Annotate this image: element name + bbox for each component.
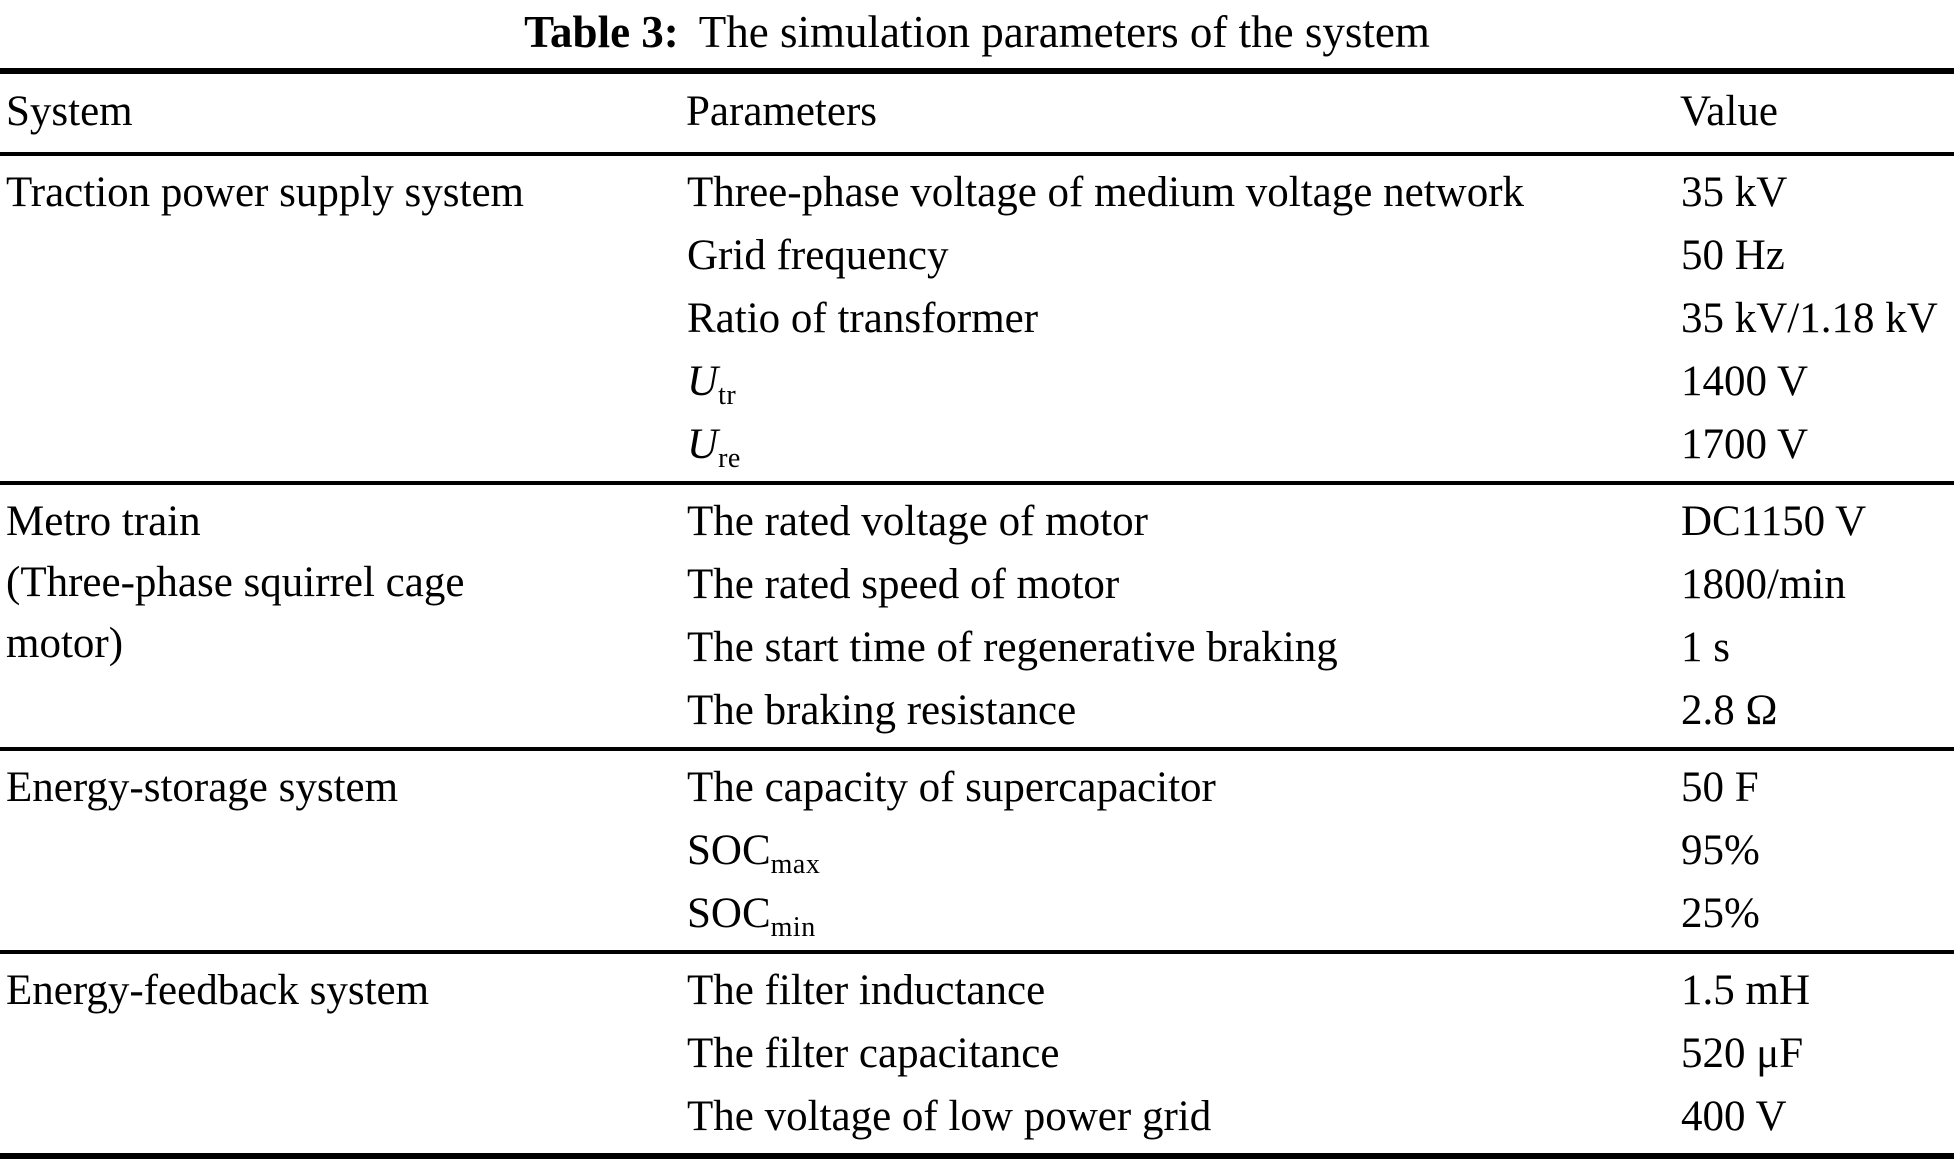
parameter-cell: The braking resistance	[686, 679, 1680, 749]
value-cell: 35 kV	[1681, 169, 1788, 216]
header-row: System Parameters Value	[0, 71, 1954, 156]
parameter-text: The start time of regenerative braking	[687, 624, 1338, 671]
parameter-text: The filter capacitance	[687, 1030, 1060, 1077]
value-cell: 35 kV/1.18 kV	[1681, 295, 1938, 342]
value-cell: 520 μF	[1681, 1030, 1804, 1077]
table-section: Traction power supply system Three-phase …	[0, 154, 1954, 483]
table-row: The start time of regenerative braking 1 …	[0, 616, 1954, 679]
parameter-text: SOC	[687, 827, 771, 874]
parameter-text: The rated voltage of motor	[687, 498, 1148, 545]
column-header-parameters: Parameters	[686, 71, 1680, 156]
parameter-cell: The filter capacitance	[686, 1022, 1680, 1085]
parameter-cell: The filter inductance	[686, 950, 1680, 1022]
table-header: System Parameters Value	[0, 71, 1954, 156]
value-cell: DC1150 V	[1680, 481, 1954, 553]
value-cell: 1700 V	[1681, 421, 1809, 468]
parameter-cell: SOCmin	[686, 882, 1680, 952]
parameter-text: Grid frequency	[687, 232, 949, 279]
table-row: Ratio of transformer 35 kV/1.18 kV	[0, 287, 1954, 350]
parameter-cell: Utr	[686, 350, 1680, 413]
value-cell: 1.5 mH	[1680, 950, 1954, 1022]
parameter-cell: SOCmax	[686, 819, 1680, 882]
subscript-text: max	[770, 849, 821, 880]
parameter-cell: Three-phase voltage of medium voltage ne…	[686, 154, 1680, 224]
parameter-text: The capacity of supercapacitor	[687, 764, 1216, 811]
value-cell: 1800/min	[1681, 561, 1846, 608]
value-cell: 50 Hz	[1681, 232, 1785, 279]
subscript-text: tr	[718, 380, 737, 411]
value-cell: 50 F	[1680, 747, 1954, 819]
column-header-system: System	[0, 71, 686, 156]
table-row: Traction power supply system Three-phase …	[0, 154, 1954, 224]
parameter-text: Three-phase voltage of medium voltage ne…	[687, 169, 1525, 216]
parameter-cell: The rated voltage of motor	[686, 481, 1680, 553]
system-cell: Energy-feedback system	[0, 950, 686, 1156]
value-cell: 1400 V	[1681, 358, 1809, 405]
parameter-cell: Ratio of transformer	[686, 287, 1680, 350]
parameter-text: U	[687, 358, 719, 405]
column-header-value: Value	[1680, 71, 1954, 156]
parameter-cell: Ure	[686, 413, 1680, 483]
parameter-text: Ratio of transformer	[687, 295, 1039, 342]
table-row: Grid frequency 50 Hz	[0, 224, 1954, 287]
table-row: The rated speed of motor 1800/min	[0, 553, 1954, 616]
value-cell: 25%	[1681, 890, 1760, 937]
table-row: The braking resistance 2.8 Ω	[0, 679, 1954, 749]
parameters-table: System Parameters Value Traction power s…	[0, 68, 1954, 1159]
value-cell: 95%	[1681, 827, 1760, 874]
parameter-cell: The voltage of low power grid	[686, 1085, 1680, 1156]
value-cell: 2.8 Ω	[1681, 687, 1778, 734]
subscript-text: re	[718, 443, 741, 474]
table-row: The filter capacitance 520 μF	[0, 1022, 1954, 1085]
parameter-cell: The capacity of supercapacitor	[686, 747, 1680, 819]
table-caption-text: The simulation parameters of the system	[698, 7, 1430, 57]
parameter-cell: The start time of regenerative braking	[686, 616, 1680, 679]
parameter-text: The voltage of low power grid	[687, 1093, 1212, 1140]
parameter-cell: The rated speed of motor	[686, 553, 1680, 616]
system-cell: Energy-storage system	[0, 747, 686, 952]
value-cell: 400 V	[1681, 1093, 1787, 1140]
parameter-cell: Grid frequency	[686, 224, 1680, 287]
table-row: The voltage of low power grid 400 V	[0, 1085, 1954, 1156]
table-caption: Table 3: The simulation parameters of the…	[0, 0, 1954, 58]
parameter-text: The rated speed of motor	[687, 561, 1120, 608]
parameter-text: The braking resistance	[687, 687, 1077, 734]
parameter-text: The filter inductance	[687, 967, 1046, 1014]
parameter-text: SOC	[687, 890, 771, 937]
system-cell: Traction power supply system	[6, 169, 524, 216]
subscript-text: min	[770, 912, 816, 943]
parameter-text: U	[687, 421, 719, 468]
value-cell: 1 s	[1681, 624, 1730, 671]
table-caption-label: Table 3:	[524, 7, 679, 57]
